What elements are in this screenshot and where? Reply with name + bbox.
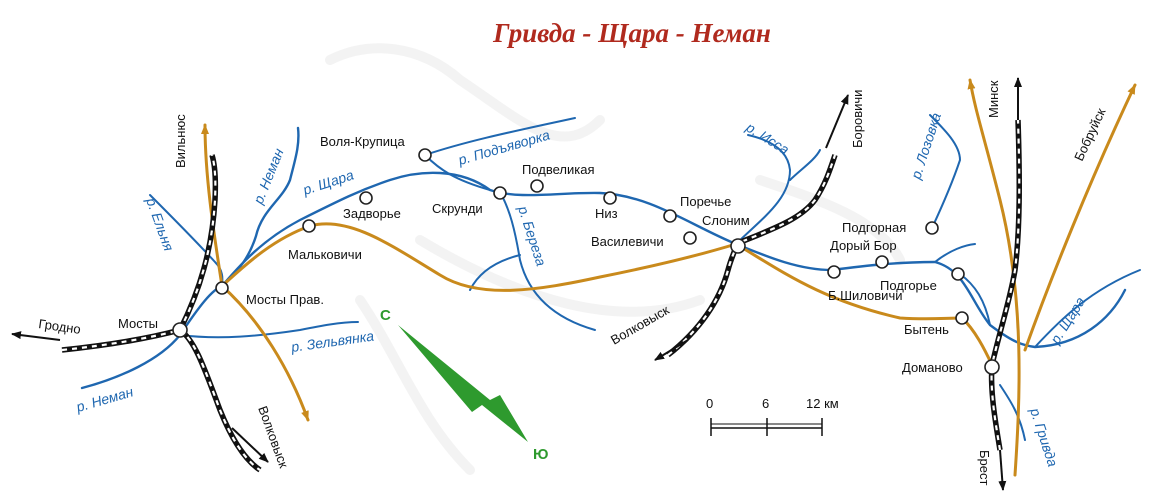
label-elnya: р. Ельня	[143, 195, 177, 254]
station-mosty	[172, 322, 188, 338]
map-title: Гривда - Щара - Неман	[492, 18, 771, 48]
road-east-bobruysk	[1023, 83, 1137, 352]
station-volya-krupitsa	[418, 148, 432, 162]
watermark	[325, 43, 905, 475]
label-vilnyus: Вильнюс	[173, 114, 188, 168]
compass-south: Ю	[533, 446, 548, 463]
stations	[172, 148, 1000, 375]
label-vasilevichi: Василевичи	[591, 234, 664, 249]
station-slonim	[730, 238, 746, 254]
station-vasilevichi	[683, 231, 697, 245]
label-niz: Низ	[595, 206, 618, 221]
label-grivda: р. Гривда	[1027, 405, 1061, 469]
label-domanovo: Доманово	[902, 360, 963, 375]
station-porechye	[663, 209, 677, 223]
label-slonim: Слоним	[702, 213, 750, 228]
scale-zero: 0	[706, 396, 713, 411]
label-malkovichi: Мальковичи	[288, 247, 362, 262]
station-domanovo	[984, 359, 1000, 375]
station-dory-bor	[875, 255, 889, 269]
station-byten	[955, 311, 969, 325]
road-east-minsk	[967, 78, 1021, 477]
roads	[201, 78, 1137, 477]
scale-mid: 6	[762, 396, 769, 411]
label-podgornaya: Подгорная	[842, 220, 906, 235]
label-borovichi: Боровичи	[850, 90, 865, 148]
station-zadvorye	[359, 191, 373, 205]
label-dory-bor: Дорый Бор	[830, 238, 897, 253]
main-road	[220, 222, 994, 367]
label-shchara-east: р. Щара	[1046, 294, 1088, 348]
station-podgornaya	[925, 221, 939, 235]
direction-arrows	[11, 77, 1022, 491]
label-grodno: Гродно	[38, 316, 82, 337]
compass: С Ю	[380, 307, 548, 463]
station-podgorye	[951, 267, 965, 281]
label-porechye: Поречье	[680, 194, 731, 209]
road-mosty-south	[220, 284, 310, 422]
station-podvelikaya	[530, 179, 544, 193]
label-b-shilovichi: Б.Шиловичи	[828, 288, 902, 303]
grivda-river	[999, 384, 1026, 441]
bereza-river	[499, 191, 596, 331]
compass-north: С	[380, 307, 391, 324]
label-zelvyanka: р. Зельвянка	[289, 328, 375, 356]
station-mosty-prav	[215, 281, 229, 295]
label-podgorye: Подгорье	[880, 278, 937, 293]
shchara-river	[220, 171, 1127, 349]
label-volya-krupitsa: Воля-Крупица	[320, 134, 405, 149]
label-byten: Бытень	[904, 322, 949, 337]
issa-river	[735, 134, 791, 245]
label-minsk: Минск	[986, 80, 1001, 118]
label-zadvorye: Задворье	[343, 206, 401, 221]
zelvyanka-river	[179, 321, 359, 339]
rivers	[80, 114, 1141, 441]
compass-needle	[398, 325, 528, 442]
label-brest: Брест	[977, 450, 992, 485]
label-lozovka: р. Лозовка	[907, 111, 944, 182]
label-skrundi: Скрунди	[432, 201, 483, 216]
road-north-west	[201, 123, 224, 288]
station-malkovichi	[302, 219, 316, 233]
label-volkovysk-west: Волковыск	[255, 404, 291, 470]
scale-end: 12 км	[806, 396, 839, 411]
lozovka-river	[929, 114, 961, 229]
label-podvelikaya: Подвеликая	[522, 162, 595, 177]
label-issa: р. Исса	[743, 118, 793, 157]
station-niz	[603, 191, 617, 205]
station-b-shilovichi	[827, 265, 841, 279]
station-skrundi	[493, 186, 507, 200]
label-mosty-prav: Мосты Прав.	[246, 292, 324, 307]
place-labels: Воля-Крупица Подвеликая Задворье Скрунди…	[118, 134, 963, 375]
scale-bar: 0 6 12 км	[706, 396, 839, 436]
label-mosty: Мосты	[118, 316, 158, 331]
podyavorka-river	[424, 117, 576, 156]
label-neman-upper: р. Неман	[250, 146, 287, 207]
label-shchara-west: р. Щара	[300, 166, 356, 198]
